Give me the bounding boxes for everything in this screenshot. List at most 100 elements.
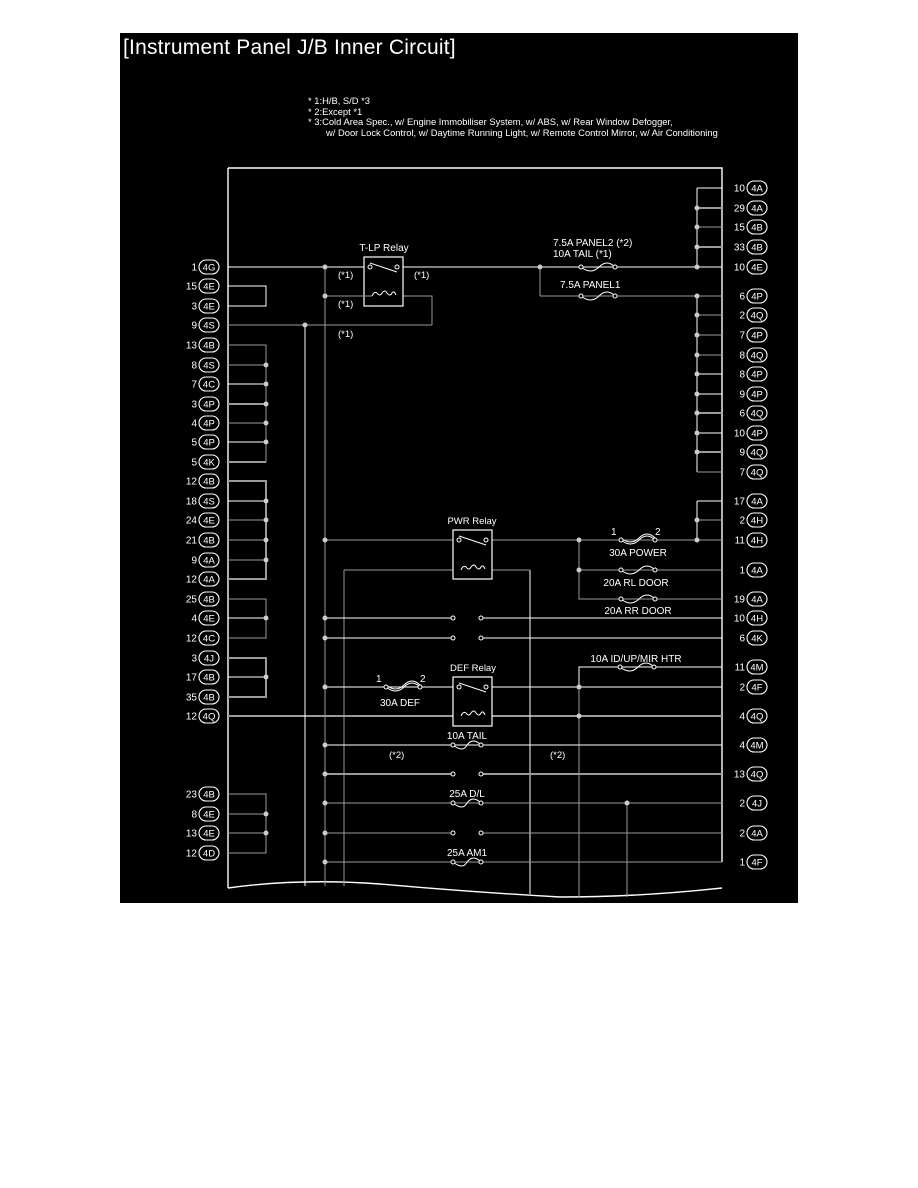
connector-oval bbox=[746, 444, 768, 460]
pin-number: 3 bbox=[191, 400, 197, 411]
connector-oval bbox=[198, 278, 220, 294]
pin-number: 2 bbox=[739, 799, 745, 810]
pin-number: 1 bbox=[739, 566, 745, 577]
connector-oval bbox=[198, 415, 220, 431]
connector-oval bbox=[746, 180, 768, 196]
connector-code: 4P bbox=[751, 370, 763, 381]
connector-code: 4M bbox=[750, 663, 763, 674]
pin-number: 13 bbox=[734, 770, 746, 781]
pin-number: 17 bbox=[186, 673, 198, 684]
connector-code: 4J bbox=[204, 654, 214, 665]
pin-number: 2 bbox=[739, 829, 745, 840]
connector-oval bbox=[198, 571, 220, 587]
connector-oval bbox=[746, 532, 768, 548]
fuse-htr bbox=[619, 662, 655, 672]
connector-code: 4A bbox=[203, 556, 215, 567]
fuse-label-tail1: 10A TAIL (*1) bbox=[553, 249, 612, 260]
pin-number: 2 bbox=[739, 683, 745, 694]
connector-oval bbox=[198, 434, 220, 450]
pin-number: 12 bbox=[186, 712, 198, 723]
pin-number: 10 bbox=[734, 263, 746, 274]
pin-number: 2 bbox=[739, 311, 745, 322]
variant-mark: (*1) bbox=[338, 270, 353, 281]
connector-oval bbox=[198, 454, 220, 470]
connector-code: 4H bbox=[751, 614, 763, 625]
pin-number: 18 bbox=[186, 497, 198, 508]
connector-oval bbox=[746, 327, 768, 343]
connector-oval bbox=[746, 679, 768, 695]
fuse-label-panel2: 7.5A PANEL2 (*2) bbox=[553, 238, 632, 249]
connector-code: 4F bbox=[751, 858, 762, 869]
variant-mark: (*2) bbox=[550, 750, 565, 761]
connector-code: 4B bbox=[203, 693, 215, 704]
connector-code: 4E bbox=[203, 614, 215, 625]
connector-oval bbox=[746, 307, 768, 323]
pin-number: 5 bbox=[191, 458, 197, 469]
fuse-panel2-tail bbox=[580, 262, 616, 272]
pin-number: 13 bbox=[186, 341, 198, 352]
connector-code: 4E bbox=[203, 829, 215, 840]
connector-oval bbox=[746, 630, 768, 646]
connector-oval bbox=[198, 630, 220, 646]
connector-code: 4Q bbox=[751, 409, 764, 420]
connector-oval bbox=[746, 795, 768, 811]
connector-code: 4P bbox=[203, 419, 215, 430]
circuit-diagram: 14G154E34E94S134B84S74C34P44P54P54K124B1… bbox=[186, 167, 768, 898]
connector-code: 4P bbox=[751, 331, 763, 342]
pin-number: 15 bbox=[186, 282, 198, 293]
pin-number: 4 bbox=[191, 419, 197, 430]
connector-code: 4B bbox=[203, 595, 215, 606]
connector-oval bbox=[746, 259, 768, 275]
connector-oval bbox=[746, 405, 768, 421]
pin-number: 6 bbox=[739, 409, 745, 420]
pin-number: 2 bbox=[739, 516, 745, 527]
fuse-label-dl: 25A D/L bbox=[449, 789, 485, 800]
pin-number: 12 bbox=[186, 849, 198, 860]
connector-oval bbox=[746, 708, 768, 724]
pin-number: 10 bbox=[734, 429, 746, 440]
connector-oval bbox=[198, 708, 220, 724]
pin-number: 9 bbox=[739, 390, 745, 401]
connector-code: 4B bbox=[203, 536, 215, 547]
tlp-relay-label: T-LP Relay bbox=[359, 243, 408, 254]
pin-number: 1 bbox=[191, 263, 197, 274]
tlp-relay-box bbox=[363, 256, 404, 307]
connector-code: 4S bbox=[203, 321, 215, 332]
pin-number: 29 bbox=[734, 204, 746, 215]
connector-oval bbox=[746, 386, 768, 402]
pin-number: 12 bbox=[186, 575, 198, 586]
connector-code: 4Q bbox=[751, 448, 764, 459]
pin-number: 8 bbox=[191, 810, 197, 821]
fuse-label-htr: 10A ID/UP/MIR HTR bbox=[590, 654, 681, 665]
connector-oval bbox=[198, 337, 220, 353]
connector-oval bbox=[746, 493, 768, 509]
fuse-label-am1: 25A AM1 bbox=[447, 848, 487, 859]
connector-oval bbox=[198, 396, 220, 412]
connector-oval bbox=[198, 591, 220, 607]
connector-oval bbox=[746, 512, 768, 528]
connector-code: 4A bbox=[751, 204, 763, 215]
connector-oval bbox=[198, 259, 220, 275]
connector-oval bbox=[198, 357, 220, 373]
connector-code: 4D bbox=[203, 849, 215, 860]
connector-oval bbox=[746, 766, 768, 782]
connector-code: 4H bbox=[751, 536, 763, 547]
